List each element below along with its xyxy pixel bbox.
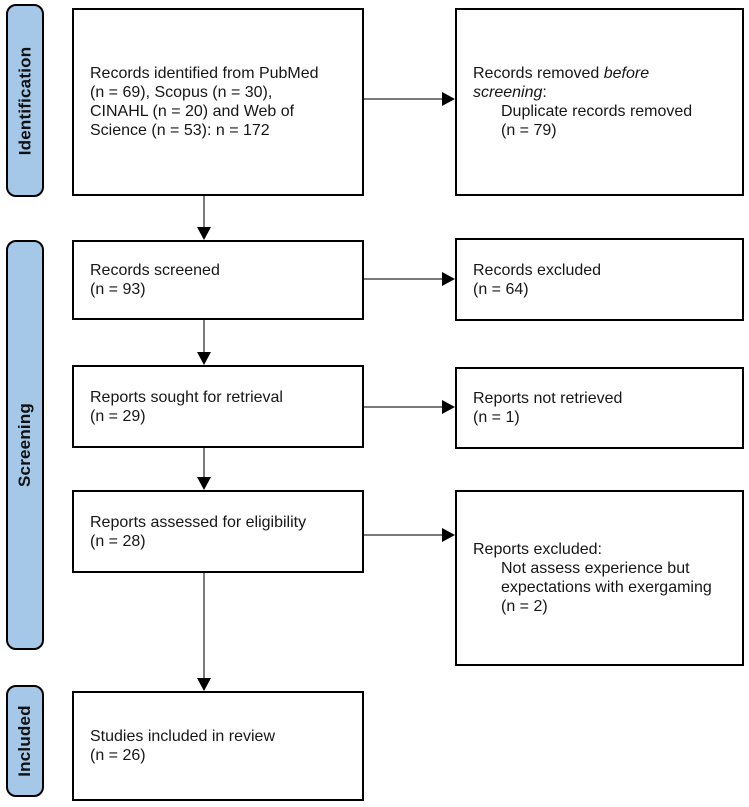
box-records-identified-line: Science (n = 53): n = 172 [90, 122, 270, 139]
box-studies-included: Studies included in review (n = 26) [72, 691, 364, 801]
arrow-right-head-icon [442, 92, 455, 106]
arrow-screened-to-excluded-line [364, 278, 442, 280]
stage-identification-label: Identification [15, 46, 35, 155]
stage-identification: Identification [6, 4, 44, 197]
box-reports-assessed: Reports assessed for eligibility (n = 28… [72, 490, 364, 573]
box-records-removed-text: : [542, 84, 547, 101]
box-records-removed-line: screening: [473, 83, 732, 102]
box-records-removed-detail: Duplicate records removed [501, 103, 693, 120]
box-records-screened: Records screened (n = 93) [72, 240, 364, 320]
arrow-assessed-to-excluded-line [364, 534, 442, 536]
box-studies-included-line: Studies included in review [90, 728, 275, 745]
box-records-screened-line: Records screened [90, 262, 220, 279]
box-records-identified-line: Records identified from PubMed [90, 65, 319, 82]
stage-included: Included [6, 685, 44, 797]
box-studies-included-line: (n = 26) [90, 747, 146, 764]
arrow-sought-to-assessed-line [203, 448, 205, 478]
box-reports-excluded-detail: (n = 2) [501, 598, 548, 615]
box-records-excluded: Records excluded (n = 64) [455, 238, 744, 321]
arrow-sought-to-not-retrieved-line [364, 406, 442, 408]
box-reports-excluded-detail: Not assess experience but [501, 560, 690, 577]
box-reports-excluded-title: Reports excluded: [473, 541, 602, 558]
box-reports-excluded-detail: expectations with exergaming [501, 579, 712, 596]
box-reports-sought-line: (n = 29) [90, 407, 146, 425]
box-reports-assessed-line: (n = 28) [90, 532, 146, 550]
stage-screening-label: Screening [15, 403, 34, 487]
arrow-screened-to-sought-line [203, 320, 205, 353]
stage-included-label: Included [15, 705, 34, 777]
box-records-identified-line: CINAHL (n = 20) and Web of [90, 103, 295, 120]
box-records-removed-italic-text: screening [473, 84, 543, 101]
arrow-right-head-icon [442, 528, 455, 542]
arrow-down-head-icon [197, 227, 211, 240]
box-reports-sought: Reports sought for retrieval (n = 29) [72, 365, 364, 448]
box-records-removed-italic-text: before [603, 65, 650, 82]
box-reports-not-retrieved-line: Reports not retrieved [473, 390, 623, 407]
box-reports-assessed-line: Reports assessed for eligibility [90, 513, 307, 531]
arrow-right-head-icon [442, 400, 455, 414]
box-records-excluded-line: (n = 64) [473, 280, 529, 298]
box-records-excluded-line: Records excluded [473, 261, 602, 279]
box-records-removed: Records removed before screening: Duplic… [455, 8, 744, 196]
box-reports-sought-line: Reports sought for retrieval [90, 388, 283, 406]
box-records-screened-line: (n = 93) [90, 281, 146, 298]
arrow-identified-to-removed-line [364, 98, 442, 100]
box-records-removed-line: Records removed before [473, 64, 732, 83]
arrow-down-head-icon [197, 477, 211, 490]
arrow-down-head-icon [197, 352, 211, 365]
arrow-down-head-icon [197, 678, 211, 691]
box-records-identified: Records identified from PubMed (n = 69),… [72, 8, 364, 196]
arrow-identified-to-screened-line [203, 196, 205, 228]
box-records-removed-text: Records removed [473, 65, 604, 82]
arrow-right-head-icon [442, 272, 455, 286]
box-reports-excluded: Reports excluded: Not assess experience … [455, 490, 744, 666]
box-reports-not-retrieved: Reports not retrieved (n = 1) [455, 367, 744, 449]
box-records-removed-detail: (n = 79) [501, 122, 557, 139]
box-reports-not-retrieved-line: (n = 1) [473, 409, 520, 426]
arrow-assessed-to-included-line [203, 573, 205, 679]
stage-screening: Screening [6, 240, 44, 650]
box-records-identified-line: (n = 69), Scopus (n = 30), [90, 84, 273, 101]
